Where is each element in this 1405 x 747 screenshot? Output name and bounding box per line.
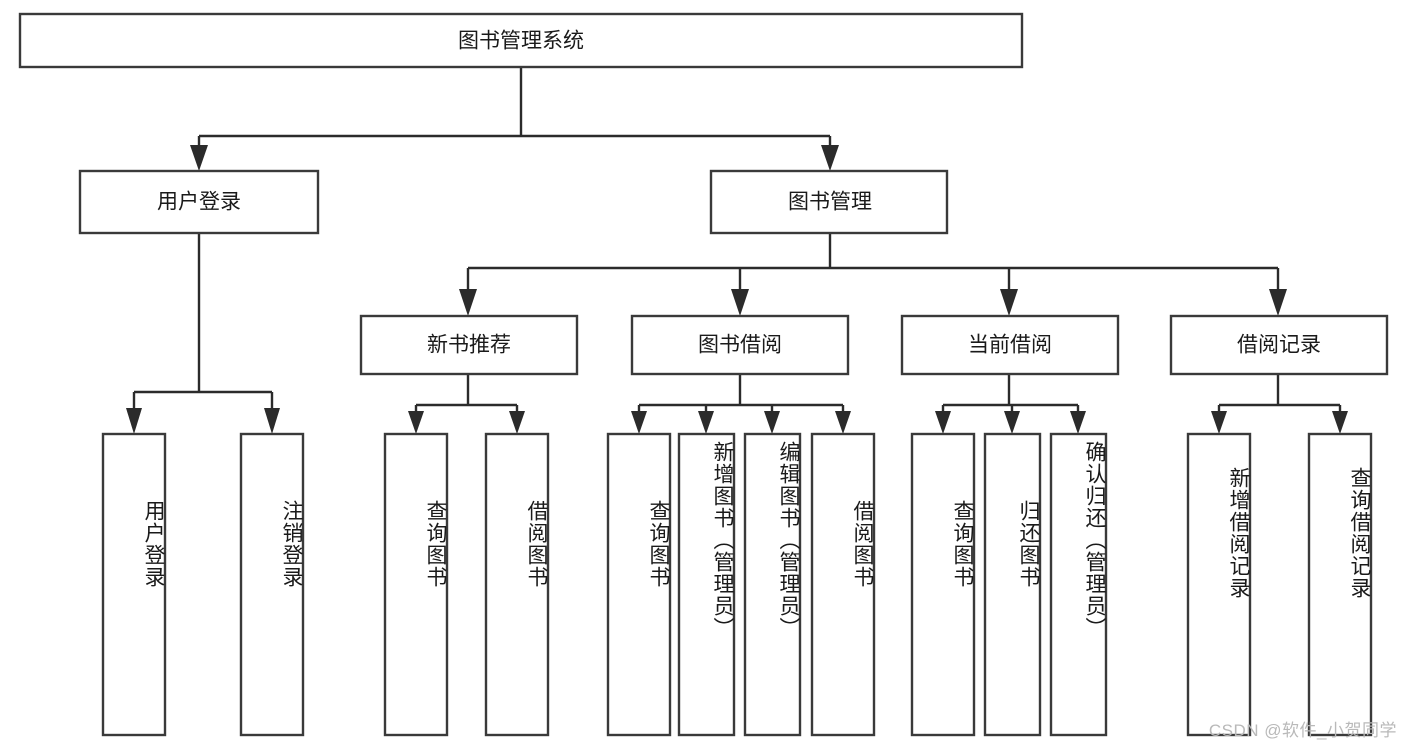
arrow-head-book-borrow: [731, 289, 749, 316]
leaf-box-return-book[interactable]: [983, 432, 1042, 737]
arrow-head-leaf-logout-login: [264, 408, 280, 434]
node-current-borrow[interactable]: 当前借阅: [900, 314, 1120, 376]
watermark-text: CSDN @软件_小贺同学: [1208, 721, 1397, 740]
leaf-box-borrow-book[interactable]: [810, 432, 876, 737]
arrow-head-leaf-query-book-current: [935, 411, 951, 434]
arrow-head-leaf-query-borrow-record: [1332, 411, 1348, 434]
arrow-head-leaf-user-login: [126, 408, 142, 434]
node-book-borrow[interactable]: 图书借阅: [630, 314, 850, 376]
node-user-login-label: 用户登录: [157, 191, 241, 214]
leaf-box-layer: [101, 432, 1373, 737]
arrow-head-leaf-borrow-book: [835, 411, 851, 434]
arrow-head-leaf-query-book-recommend: [408, 411, 424, 434]
connector-layer: [126, 67, 1348, 434]
node-borrow-record-label: 借阅记录: [1237, 334, 1321, 357]
leaf-box-query-borrow-record[interactable]: [1307, 432, 1373, 737]
arrow-head-user-login: [190, 145, 208, 171]
node-root-label: 图书管理系统: [458, 30, 584, 53]
node-book-management-label: 图书管理: [788, 191, 872, 214]
arrow-head-leaf-query-book-borrow: [631, 411, 647, 434]
node-new-book-recommend-box[interactable]: [359, 314, 579, 376]
arrow-head-book-management: [821, 145, 839, 171]
arrow-head-current-borrow: [1000, 289, 1018, 316]
leaf-box-logout-login[interactable]: [239, 432, 305, 737]
node-root-box[interactable]: [18, 12, 1024, 69]
leaf-box-query-book-recommend[interactable]: [383, 432, 449, 737]
arrow-head-leaf-return-book: [1004, 411, 1020, 434]
node-borrow-record[interactable]: 借阅记录: [1169, 314, 1389, 376]
node-user-login-box[interactable]: [78, 169, 320, 235]
leaf-box-add-borrow-record[interactable]: [1186, 432, 1252, 737]
leaf-box-query-book-borrow[interactable]: [606, 432, 672, 737]
node-current-borrow-label: 当前借阅: [968, 334, 1052, 357]
node-book-management-box[interactable]: [709, 169, 949, 235]
arrow-head-new-book-recommend: [459, 289, 477, 316]
arrow-head-leaf-add-borrow-record: [1211, 411, 1227, 434]
node-root[interactable]: 图书管理系统: [18, 12, 1024, 69]
node-user-login[interactable]: 用户登录: [78, 169, 320, 235]
arrow-head-leaf-borrow-book-recommend: [509, 411, 525, 434]
arrow-head-leaf-confirm-return-admin: [1070, 411, 1086, 434]
arrow-head-leaf-edit-book-admin: [764, 411, 780, 434]
node-book-borrow-label: 图书借阅: [698, 334, 782, 357]
arrow-head-leaf-add-book-admin: [698, 411, 714, 434]
leaf-box-user-login[interactable]: [101, 432, 167, 737]
leaf-box-edit-book-admin[interactable]: [743, 432, 802, 737]
leaf-box-add-book-admin[interactable]: [677, 432, 736, 737]
leaf-box-confirm-return-admin[interactable]: [1049, 432, 1108, 737]
leaf-box-query-book-current[interactable]: [910, 432, 976, 737]
node-book-borrow-box[interactable]: [630, 314, 850, 376]
node-book-management[interactable]: 图书管理: [709, 169, 949, 235]
node-current-borrow-box[interactable]: [900, 314, 1120, 376]
node-new-book-recommend[interactable]: 新书推荐: [359, 314, 579, 376]
node-borrow-record-box[interactable]: [1169, 314, 1389, 376]
leaf-box-borrow-book-recommend[interactable]: [484, 432, 550, 737]
node-new-book-recommend-label: 新书推荐: [427, 334, 511, 357]
arrow-head-borrow-record: [1269, 289, 1287, 316]
